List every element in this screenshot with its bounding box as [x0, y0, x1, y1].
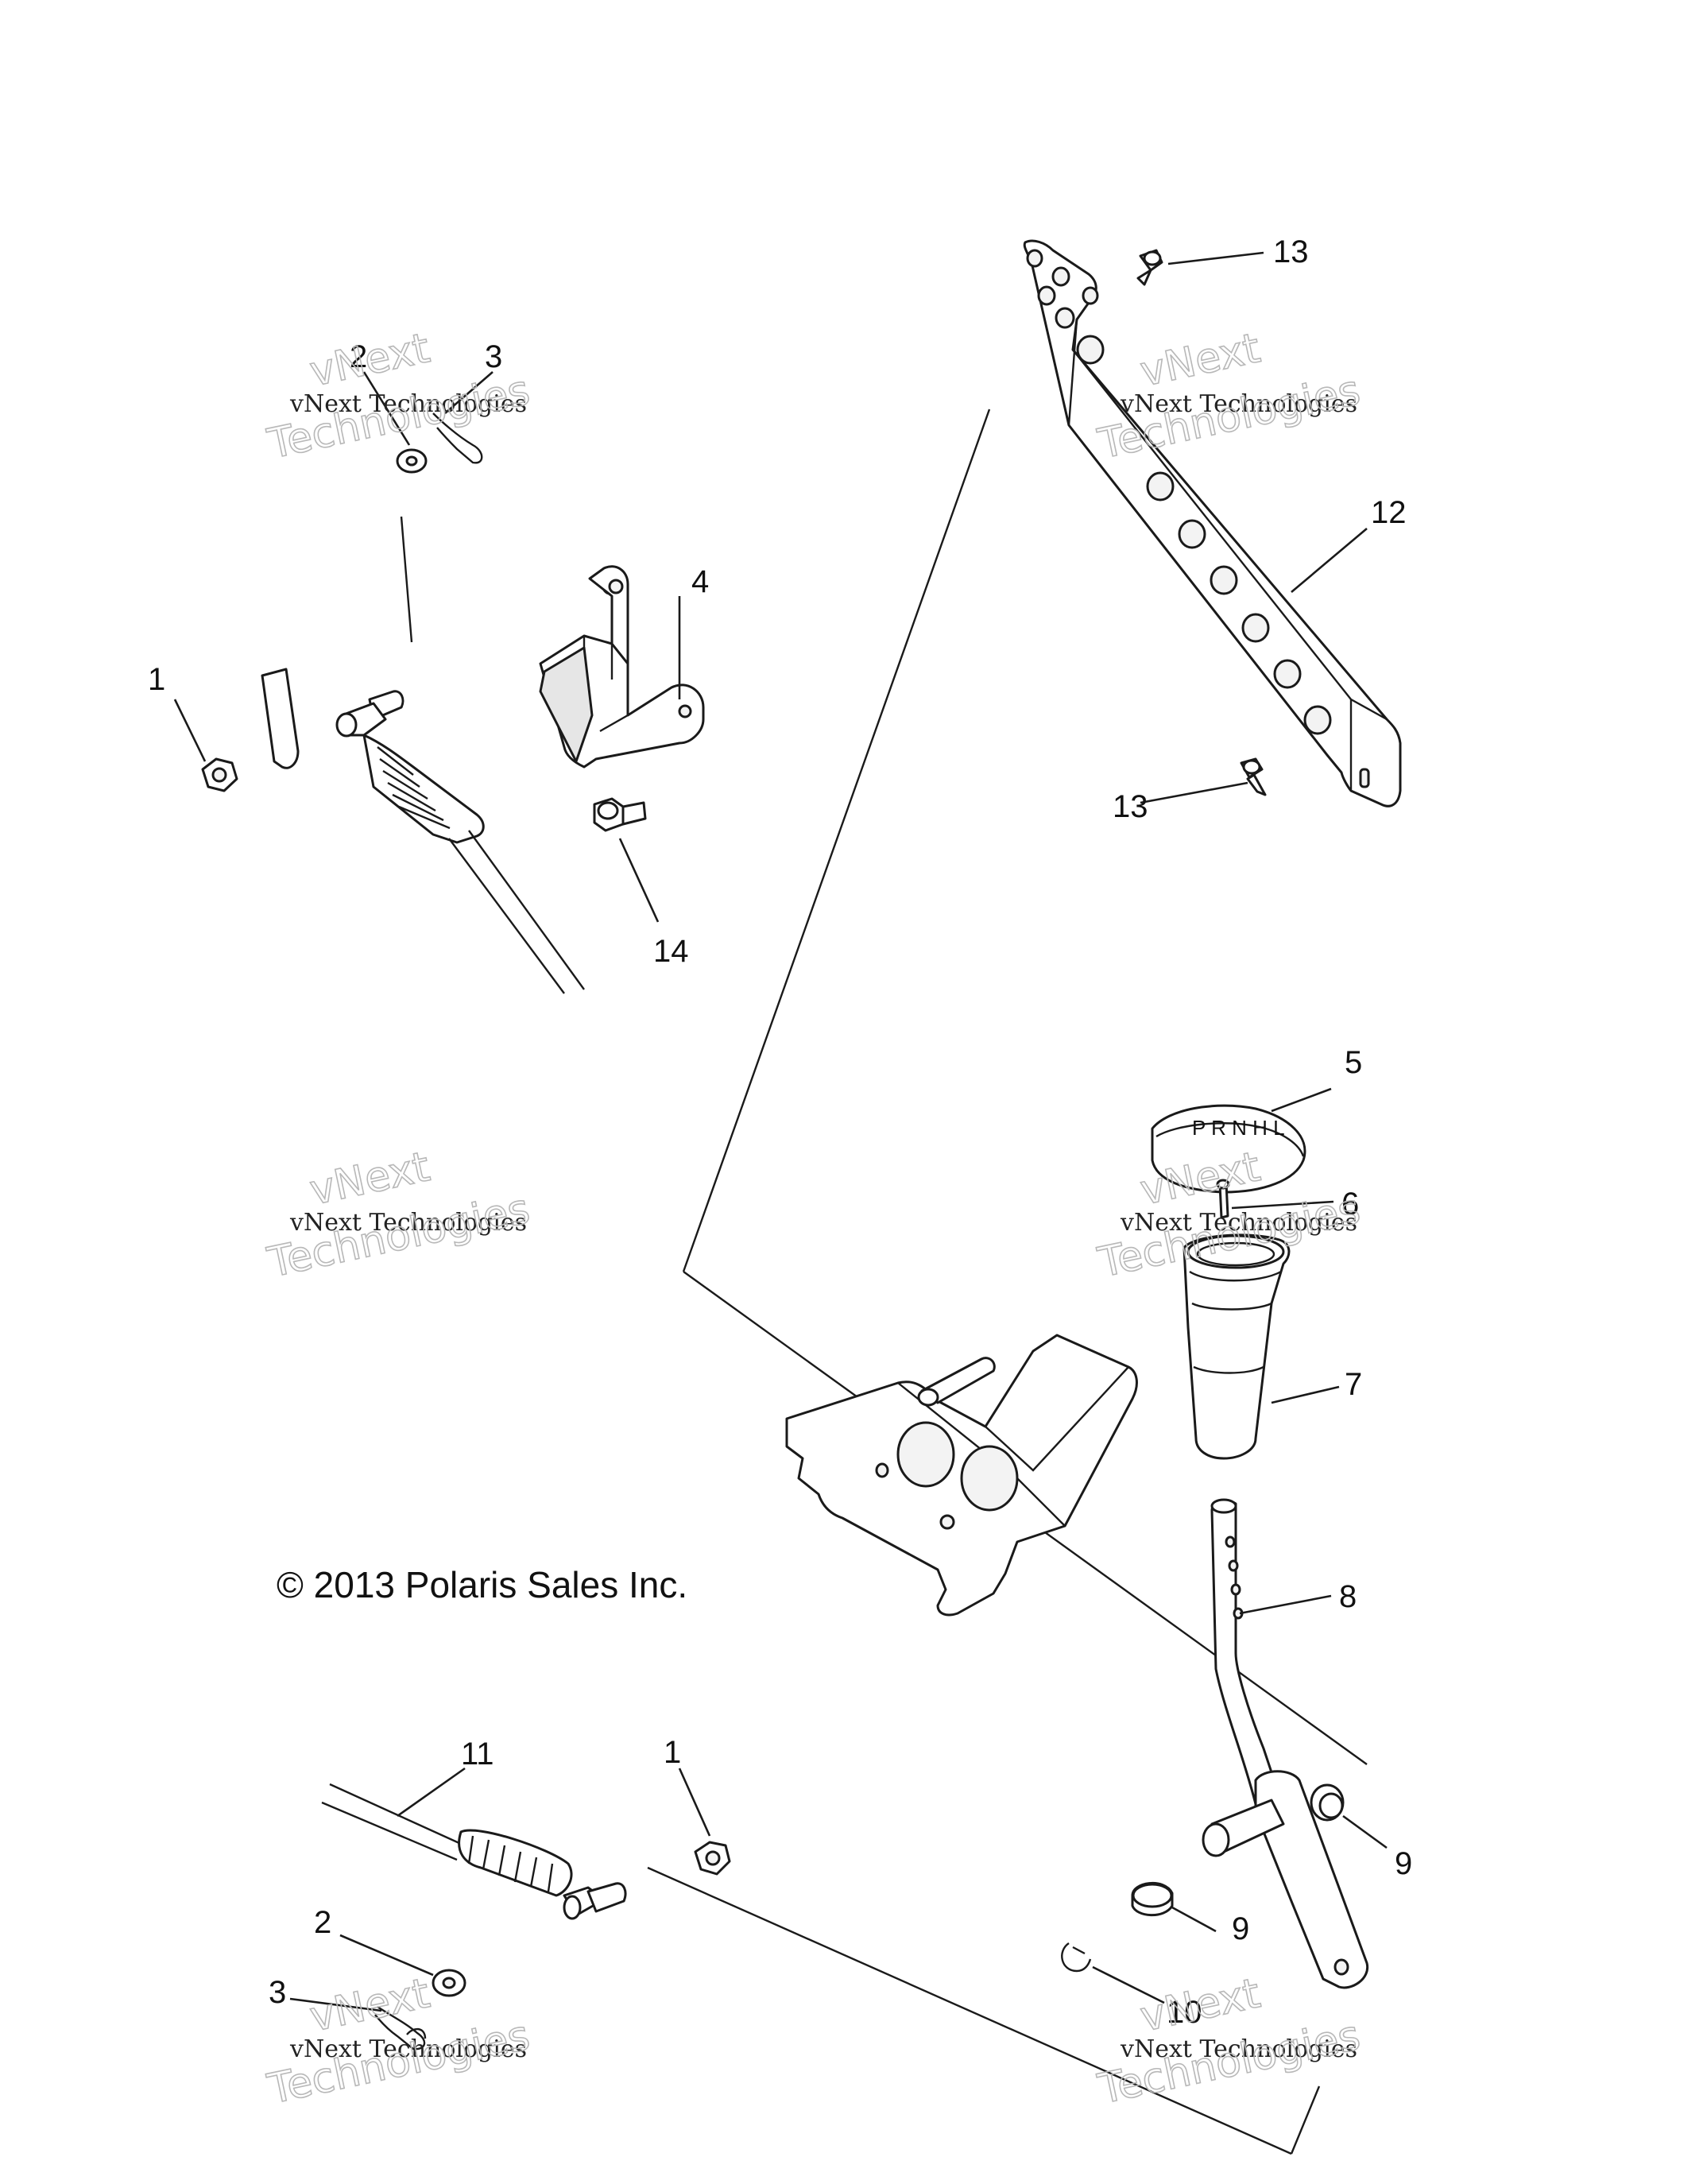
callout-12: 12: [1371, 495, 1407, 530]
callout-5: 5: [1345, 1045, 1362, 1080]
part-2-washer-bottom: [432, 1969, 466, 1997]
part-8-shift-lever: [1202, 1498, 1369, 1989]
part-6-pin: [1216, 1179, 1230, 1219]
part-3-clip-top: [432, 412, 483, 464]
callout-1-top: 1: [148, 662, 165, 697]
callout-9-upper: 9: [1395, 1846, 1412, 1881]
watermark-small: vNext Technologies: [1120, 2035, 1357, 2063]
watermark-small: vNext Technologies: [289, 390, 527, 418]
callout-7: 7: [1345, 1367, 1362, 1402]
callout-8: 8: [1339, 1579, 1357, 1614]
callout-2-top: 2: [350, 339, 367, 374]
watermark-small: vNext Technologies: [1120, 1209, 1357, 1237]
watermark-big-2: Technologies: [264, 366, 534, 468]
watermark-big-1: vNext: [1136, 324, 1264, 396]
callout-3-bottom: 3: [269, 1975, 286, 2010]
callout-13-bottom: 13: [1113, 789, 1148, 824]
part-13-screw-top: [1136, 249, 1163, 286]
callout-9-lower: 9: [1232, 1911, 1249, 1946]
watermark-top-left: vNext vNext Technologies Technologies: [263, 323, 535, 469]
part-2-washer-top: [396, 448, 428, 474]
watermark-big-2: Technologies: [1094, 2012, 1364, 2113]
center-mounting-bracket: [785, 1334, 1138, 1617]
callout-10: 10: [1167, 1995, 1202, 2030]
part-4-cable-bracket: [539, 565, 705, 769]
copyright-notice: © 2013 Polaris Sales Inc.: [277, 1564, 687, 1605]
part-5-knob: P R N H L: [1151, 1104, 1306, 1194]
callout-11: 11: [461, 1737, 494, 1772]
watermark-big-2: Technologies: [264, 2012, 534, 2113]
part-7-grip: [1183, 1233, 1291, 1460]
callout-numbers: 1 2 3 4 14 13 12 13 5 6 7 8 9 9 10 11 1 …: [148, 234, 1412, 2030]
callout-13-top: 13: [1273, 234, 1309, 269]
callout-1-bottom: 1: [664, 1735, 681, 1770]
watermark-small: vNext Technologies: [1120, 390, 1357, 418]
watermark-mid-left: vNext vNext Technologies Technologies: [263, 1142, 535, 1288]
knob-pattern-label: P R N H L: [1192, 1116, 1285, 1140]
callout-14: 14: [653, 934, 689, 969]
watermark-big-2: Technologies: [1094, 366, 1364, 468]
part-12-mounting-bar: [1023, 239, 1402, 807]
cable-end-top: [261, 668, 585, 994]
watermark-top-right: vNext vNext Technologies Technologies: [1093, 323, 1365, 469]
callout-2-bottom: 2: [314, 1905, 331, 1940]
watermark-big-1: vNext: [306, 1143, 434, 1214]
part-1-nut-top: [201, 757, 238, 792]
part-3-clip-bottom: [374, 2006, 427, 2050]
callout-3-top: 3: [485, 339, 502, 374]
part-1-nut-bottom: [694, 1841, 731, 1876]
part-9-bushing-lower: [1131, 1881, 1174, 1917]
watermark-small: vNext Technologies: [289, 1209, 527, 1237]
leader-lines: [173, 251, 1388, 2012]
watermark-big-2: Technologies: [264, 1185, 534, 1287]
part-14-bolt: [593, 797, 647, 832]
part-10-e-clip: [1061, 1942, 1092, 1973]
watermark-bottom-left: vNext vNext Technologies Technologies: [263, 1969, 535, 2114]
callout-6: 6: [1341, 1187, 1359, 1222]
watermark-small: vNext Technologies: [289, 2035, 527, 2063]
watermark-big-1: vNext: [1136, 1969, 1264, 2041]
part-13-screw-bottom: [1240, 757, 1267, 796]
callout-4: 4: [691, 564, 709, 599]
part-11-cable-bottom: [321, 1783, 627, 1920]
part-9-bushing-upper: [1310, 1783, 1345, 1822]
watermark-big-1: vNext: [306, 324, 434, 396]
